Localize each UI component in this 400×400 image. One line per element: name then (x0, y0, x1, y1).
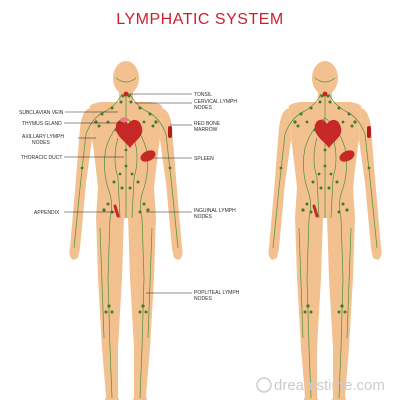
label-red-bone-line1: RED BONE (194, 121, 221, 127)
marrow-marker (367, 126, 371, 138)
spleen-icon (339, 150, 355, 162)
watermark-text: dreamstime.com (274, 377, 385, 394)
watermark-logo: dreamstime.com (256, 377, 385, 394)
label-red-bone-line2: MARROW (194, 127, 218, 133)
label-appendix: APPENDIX (34, 210, 60, 216)
label-inguinal-line2: NODES (194, 214, 212, 220)
body-figure-left (69, 61, 183, 400)
label-popliteal-line2: NODES (194, 296, 212, 302)
heart-icon (314, 119, 342, 148)
label-spleen: SPLEEN (194, 156, 214, 162)
leader-lines (64, 93, 192, 294)
label-subclavian: SUBCLAVIAN VEIN (19, 110, 64, 116)
tonsil-marker (322, 91, 328, 97)
watermark-icon (256, 377, 272, 393)
label-popliteal-line1: POPLITEAL LYMPH (194, 290, 240, 296)
label-thoracic: THORACIC DUCT (21, 155, 62, 161)
heart-icon (115, 119, 143, 148)
spleen-icon (140, 150, 156, 162)
body-figure-right (268, 61, 382, 400)
appendix-marker (312, 204, 319, 218)
label-axillary-line2: NODES (32, 140, 50, 146)
page-title: LYMPHATIC SYSTEM (116, 11, 284, 28)
marrow-marker (168, 126, 172, 138)
label-thymus: THYMUS GLAND (22, 121, 62, 127)
appendix-marker (113, 204, 120, 218)
label-inguinal-line1: INGUINAL LYMPH (194, 208, 236, 214)
tonsil-marker (123, 91, 129, 97)
label-cervical-line1: CERVICAL LYMPH (194, 99, 237, 105)
thymus-marker (120, 117, 128, 123)
label-axillary-line1: AXILLARY LYMPH (22, 134, 64, 140)
label-tonsil: TONSIL (194, 92, 212, 98)
label-cervical-line2: NODES (194, 105, 212, 111)
